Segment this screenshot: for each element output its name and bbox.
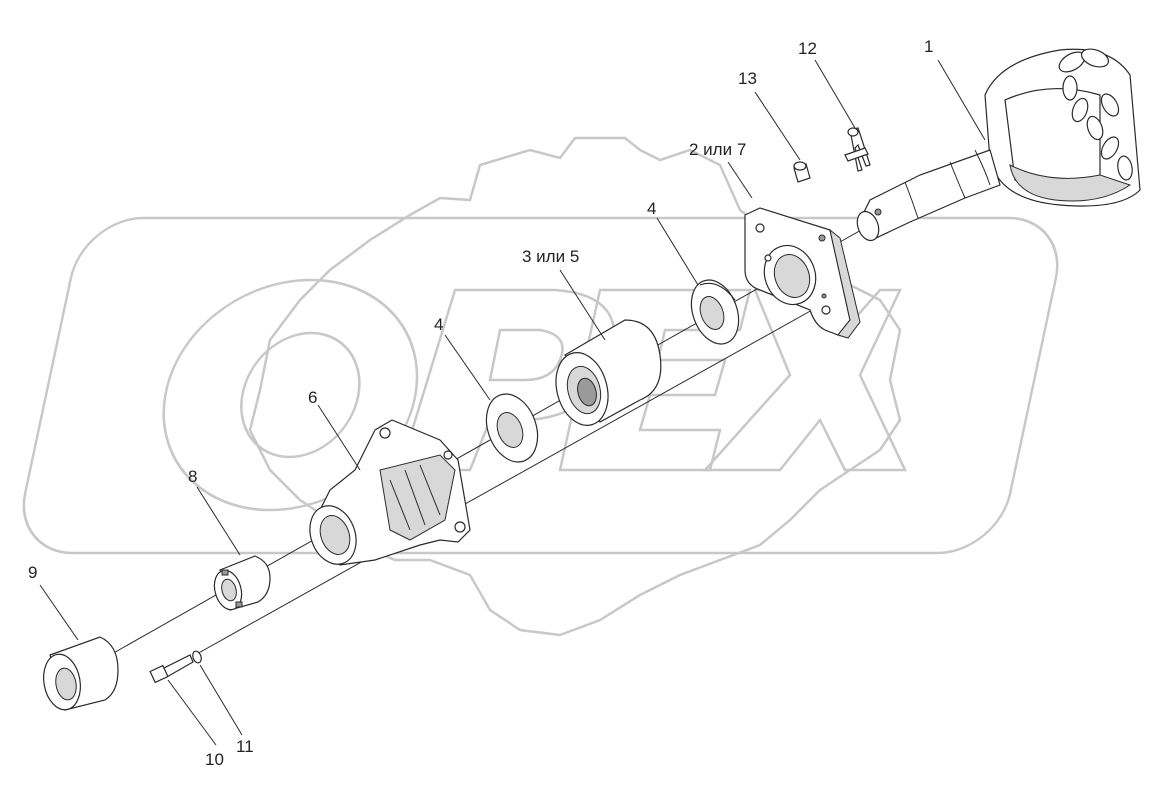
callout-4a: 4: [647, 199, 656, 218]
part-13-grease-fitting: [793, 161, 811, 183]
part-11-small-washer: [192, 650, 202, 664]
callout-10: 10: [205, 750, 224, 769]
callout-2: 2 или 7: [689, 140, 746, 159]
part-2-or-7-flange: [744, 207, 861, 339]
part-9-cap: [43, 636, 119, 711]
callout-3-5: 3 или 5: [522, 247, 579, 266]
part-12-cotter-pin: [844, 127, 871, 172]
part-3-or-5-bushing: [555, 319, 662, 426]
callout-1: 1: [924, 37, 933, 56]
callout-6: 6: [308, 388, 317, 407]
part-6-housing: [309, 419, 471, 566]
part-10-bolt: [149, 654, 194, 684]
part-4-washer-upper: [690, 279, 740, 345]
part-4-washer-lower: [485, 393, 539, 463]
callout-12: 12: [798, 39, 817, 58]
callout-4b: 4: [434, 315, 443, 334]
part-1-hook-shank: [856, 48, 1141, 242]
watermark-gear: [248, 136, 902, 637]
watermark-banner: [22, 216, 1059, 555]
callout-8: 8: [188, 467, 197, 486]
callout-9: 9: [28, 563, 37, 582]
callout-11: 11: [236, 737, 254, 756]
watermark-o-outer: [162, 278, 419, 512]
part-8-castle-nut: [213, 555, 271, 611]
hook-chain: [1058, 48, 1133, 181]
callout-labels: 1 12 13 2 или 7 4 3 или 5 4 6 8 9 10 11: [28, 37, 933, 769]
leader-lines: [39, 59, 986, 746]
watermark-o-inner: [240, 331, 361, 459]
callout-13: 13: [738, 69, 757, 88]
